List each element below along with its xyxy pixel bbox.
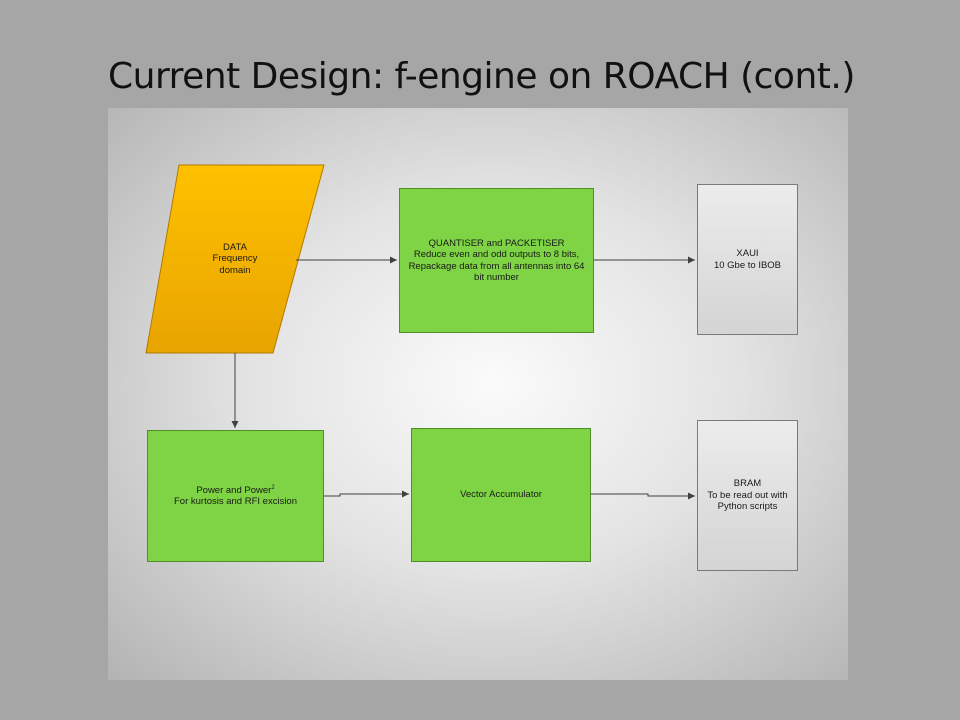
vector-accumulator-label: Vector Accumulator: [460, 489, 542, 501]
diagram-panel: DATA Frequency domain QUANTISER and PACK…: [108, 108, 848, 680]
data-node: DATA Frequency domain: [146, 164, 324, 354]
bram-label: BRAM To be read out with Python scripts: [707, 478, 788, 513]
data-node-label: DATA Frequency domain: [212, 241, 258, 276]
xaui-node: XAUI 10 Gbe to IBOB: [697, 184, 798, 335]
power-label-line2: For kurtosis and RFI excision: [173, 496, 297, 507]
bram-node: BRAM To be read out with Python scripts: [697, 420, 798, 571]
power-label-line1: Power and Power: [196, 484, 272, 496]
connectors: [145, 164, 695, 500]
quantiser-packetiser-node: QUANTISER and PACKETISER Reduce even and…: [399, 188, 594, 333]
connector-power-to-vector: [324, 490, 409, 498]
connector-vector-to-bram: [591, 492, 695, 500]
data-parallelogram: [145, 164, 325, 354]
vector-accumulator-node: Vector Accumulator: [411, 428, 591, 562]
power-node: Power and Power2 For kurtosis and RFI ex…: [147, 430, 324, 562]
slide-title: Current Design: f-engine on ROACH (cont.…: [108, 56, 855, 97]
quantiser-packetiser-label: QUANTISER and PACKETISER Reduce even and…: [408, 237, 585, 284]
power-label: Power and Power2 For kurtosis and RFI ex…: [173, 484, 297, 508]
xaui-label: XAUI 10 Gbe to IBOB: [713, 248, 782, 271]
power-superscript: 2: [271, 484, 275, 491]
